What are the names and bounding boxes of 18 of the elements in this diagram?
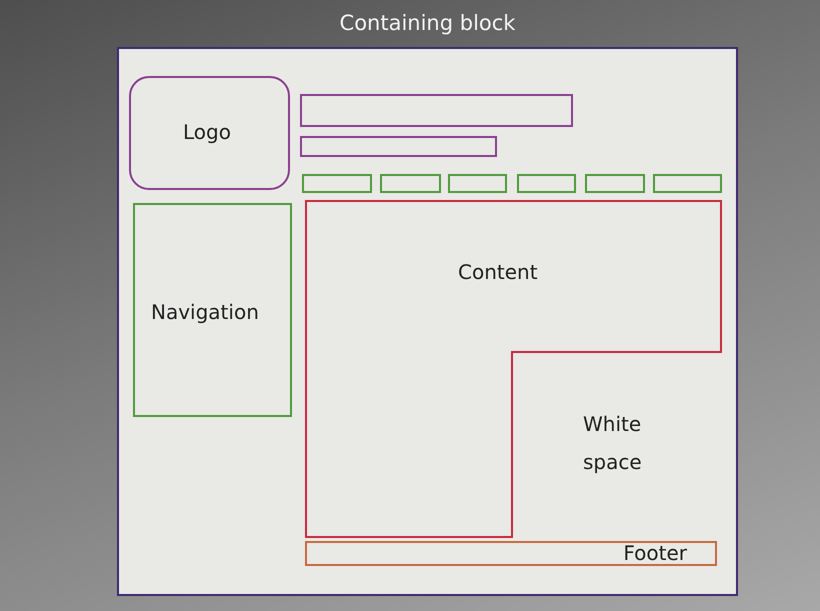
content-label: Content xyxy=(458,260,538,284)
box-label: Logo xyxy=(183,120,231,144)
footer-label: Footer xyxy=(623,543,687,564)
content-area xyxy=(305,200,722,538)
navigation-label: Navigation xyxy=(151,300,259,324)
menu-tab xyxy=(302,174,372,193)
navigation-panel xyxy=(133,203,292,417)
menu-tab xyxy=(585,174,645,193)
header-bar xyxy=(300,136,497,157)
area-label: White space xyxy=(583,411,643,476)
rounded-box xyxy=(129,76,290,190)
footer-bar xyxy=(305,541,717,566)
menu-tab xyxy=(653,174,722,193)
header-bar xyxy=(300,94,573,127)
menu-tab xyxy=(517,174,576,193)
menu-tab xyxy=(380,174,441,193)
menu-tab xyxy=(448,174,507,193)
block-heading: Containing block xyxy=(338,11,516,35)
